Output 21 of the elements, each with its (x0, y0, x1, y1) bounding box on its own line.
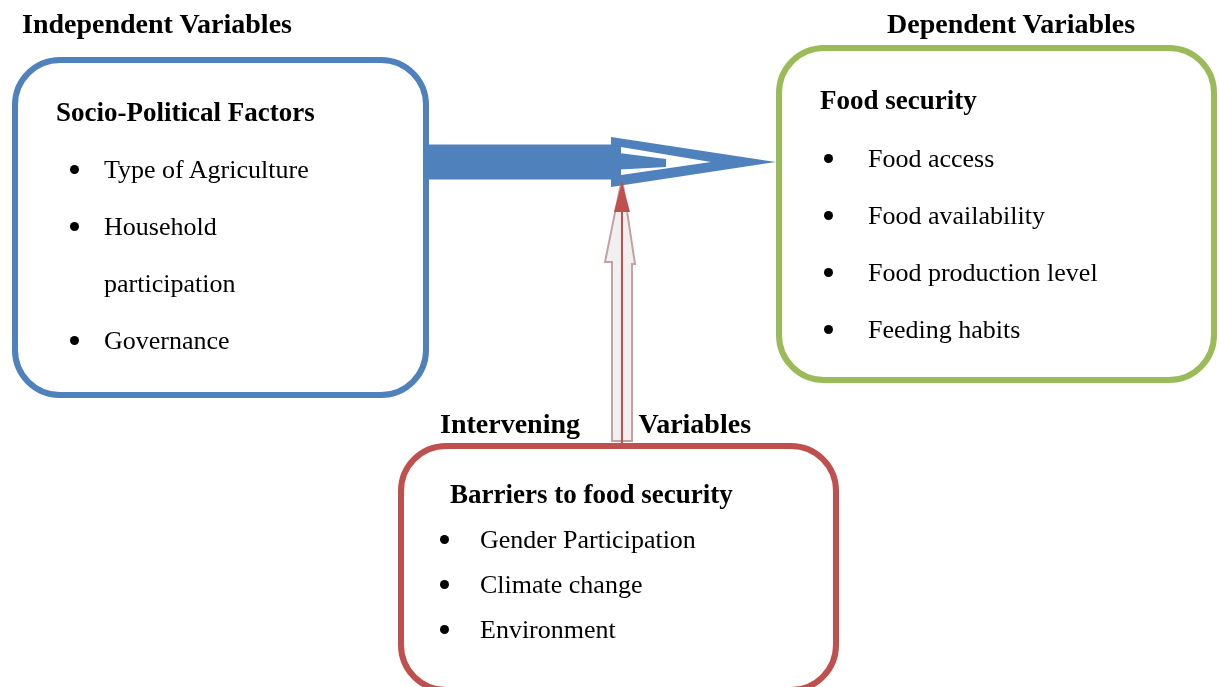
bullet-item: Type of Agriculture (104, 154, 310, 186)
box-heading: Socio-Political Factors (56, 97, 315, 128)
bullet-item: Food access (868, 143, 996, 175)
bullet-item: Food production level (868, 257, 1099, 289)
bullet-item: Environment (480, 614, 617, 646)
bullet-item: Climate change (480, 569, 644, 601)
arrow (614, 181, 630, 444)
box-heading: Food security (820, 85, 977, 116)
bullet-item: Feeding habits (868, 314, 1022, 346)
bullet-item: Gender Participation (480, 524, 697, 556)
rounded-box (776, 45, 1217, 383)
arrow (429, 137, 776, 187)
bullet-item: Governance (104, 325, 231, 357)
bullet-item: Household participation (104, 211, 237, 300)
section-heading: Intervening Variables (440, 408, 752, 440)
section-heading: Dependent Variables (887, 8, 1136, 40)
box-heading: Barriers to food security (450, 479, 733, 510)
rounded-box (12, 57, 429, 398)
bullet-item: Food availability (868, 200, 1046, 232)
section-heading: Independent Variables (22, 8, 292, 40)
rounded-box (398, 443, 839, 687)
